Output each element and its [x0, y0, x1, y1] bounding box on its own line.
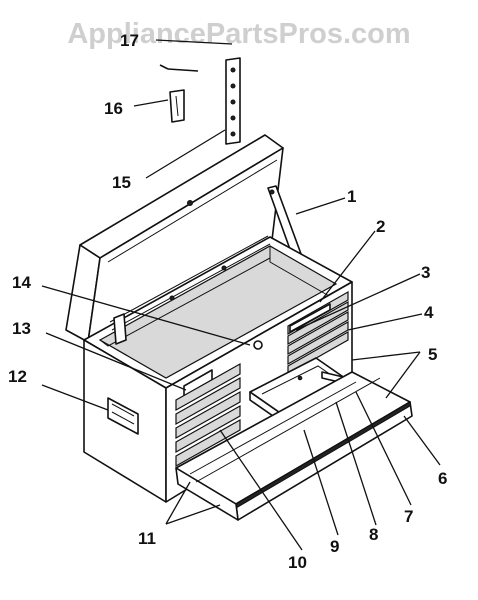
- part-16-clip: [169, 89, 185, 123]
- lower-drawer-stack: [175, 362, 241, 468]
- callout-15: 15: [112, 173, 131, 192]
- callout-2: 2: [376, 217, 385, 236]
- callout-14: 14: [12, 273, 31, 292]
- callout-8: 8: [369, 525, 378, 544]
- chest-lid: [65, 134, 284, 343]
- callout-16: 16: [104, 99, 123, 118]
- callout-labels: 1 2 3 4 5 6 7 8 9 10 11 12 13 14 15 16 1…: [8, 31, 447, 572]
- callout-13: 13: [12, 319, 31, 338]
- callout-10: 10: [288, 553, 307, 572]
- bottom-drawer: [175, 371, 413, 521]
- leader-lines: [41, 39, 441, 551]
- callout-6: 6: [438, 469, 447, 488]
- callout-11: 11: [138, 529, 156, 548]
- callout-7: 7: [404, 507, 413, 526]
- callout-5: 5: [428, 345, 437, 364]
- callout-17: 17: [120, 31, 139, 50]
- callout-1: 1: [347, 187, 356, 206]
- callout-3: 3: [421, 263, 430, 282]
- callout-12: 12: [8, 367, 27, 386]
- upper-drawer-stack: [287, 290, 349, 376]
- watermark-text: AppliancePartsPros.com: [67, 18, 411, 50]
- callout-9: 9: [330, 537, 339, 556]
- part-17-pin: [159, 64, 199, 72]
- part-15-hinge: [225, 57, 241, 145]
- part-12-side-handle: [107, 397, 139, 435]
- callout-4: 4: [424, 303, 434, 322]
